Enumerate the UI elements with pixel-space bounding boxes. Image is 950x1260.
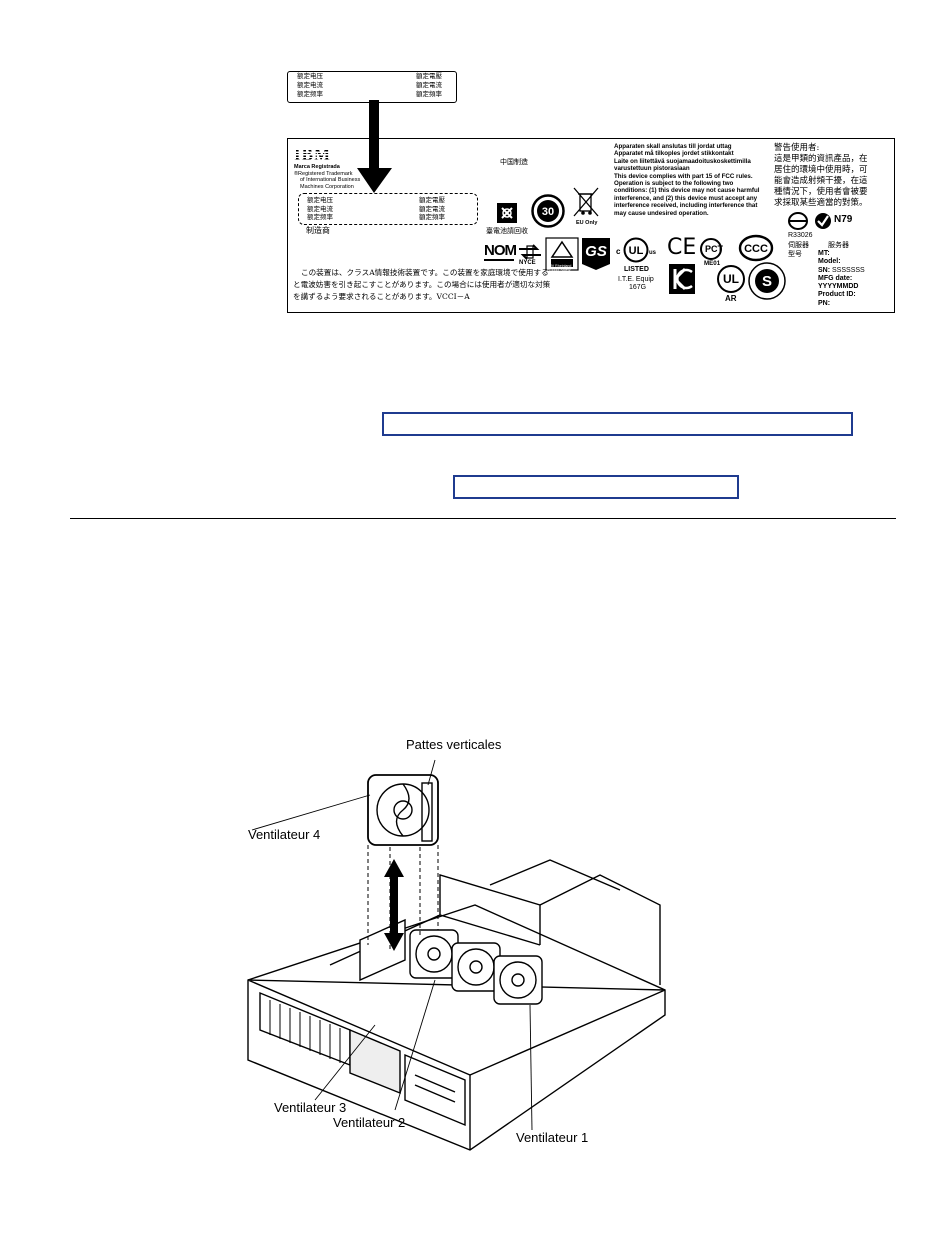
kc-mark-icon [669,264,695,294]
gs-text: GS [585,243,607,260]
callout-vertical-tabs: Pattes verticales [406,737,502,752]
rating-row: 额定电流額定電流 [297,81,442,89]
ccc-text: CCC [744,243,768,255]
vcci-notice: この装置は、クラスA情報技術装置です。この装置を家庭環境で使用する と電波妨害を… [293,268,551,301]
ce-mark: CE [667,235,697,260]
fcc-compliance-text: Apparaten skall anslutas till jordat utt… [614,143,760,217]
manufacturer-label: 制造商 [306,226,330,235]
ul-ar-icon: UL [717,265,745,293]
ul-c-text: c [616,247,621,256]
ul-listed-icon: UL [623,237,649,263]
svg-text:UL: UL [629,245,644,257]
tuv-safety-icon [545,237,579,271]
down-arrow-icon [357,100,392,193]
server-cn-text: 服务器 [828,241,849,249]
rating-dashed-box: 额定电压額定電壓 额定电流額定電流 额定频率額定頻率 [298,193,478,225]
callout-fan-3: Ventilateur 3 [274,1100,347,1115]
n79-text: N79 [834,214,853,225]
callout-fan-4: Ventilateur 4 [248,827,321,842]
made-in-china: 中国制造 [500,158,528,166]
rating-row: 额定电压額定電壓 [297,72,442,80]
ar-text: AR [725,294,737,303]
eco-30-text: 30 [542,206,554,218]
ccc-mark-icon: CCC [738,234,774,262]
gs-mark-icon: GS [582,238,610,270]
pct-text: PCT [705,244,724,254]
battery-recycle-text: 臺電池請回收 [486,227,528,235]
server-fan-illustration [247,759,666,1151]
battery-recycle-icon [497,203,517,223]
ite-code-text: 167G [629,284,647,291]
server-tw-text: 伺服器 [788,241,809,249]
callout-fan-2: Ventilateur 2 [333,1115,406,1130]
tuv-text: TÜV Rheinland Product Safety [547,264,572,272]
product-info-block: 型号 MT: Model: SN: SSSSSSS MFG date: YYYY… [788,250,865,307]
ul-listed-text: LISTED [624,266,649,273]
me01-text: ME01 [704,260,721,267]
ctick-mark-icon [815,213,831,229]
ite-equip-text: I.T.E. Equip [618,276,654,283]
r33026-text: R33026 [788,232,813,239]
nom-mark: NOM [484,242,517,259]
nom-underline [484,259,514,261]
svg-text:S: S [762,273,772,290]
trademark-text: Marca Registrada ®Registered Trademark o… [294,164,361,190]
section-divider [70,518,896,519]
svg-text:UL: UL [723,272,739,286]
callout-fan-1: Ventilateur 1 [516,1130,589,1145]
nyce-text: NYCE [519,260,536,266]
ibm-logo: IBM [294,145,331,164]
highlight-box-2 [453,475,739,499]
weee-bin-icon [573,187,599,217]
eco-30-icon: 30 [531,194,565,228]
rra-mark-icon [788,212,808,230]
rating-row: 额定频率額定頻率 [297,90,442,98]
s-mark-icon: S [748,262,786,300]
pct-mark-icon: PCT [700,238,724,260]
highlight-box-1 [382,412,853,436]
compliance-label: IBM Marca Registrada ®Registered Tradema… [287,138,895,313]
nyce-icon [519,244,541,260]
small-rating-label: 额定电压額定電壓 额定电流額定電流 额定频率額定頻率 [287,71,457,103]
taiwan-warning-text: 警告使用者: 這是甲類的資訊產品，在 居住的環境中使用時，可 能會造成射頻干擾，… [774,143,868,208]
ul-us-text: us [649,250,657,256]
eu-only-text: EU Only [576,220,598,226]
